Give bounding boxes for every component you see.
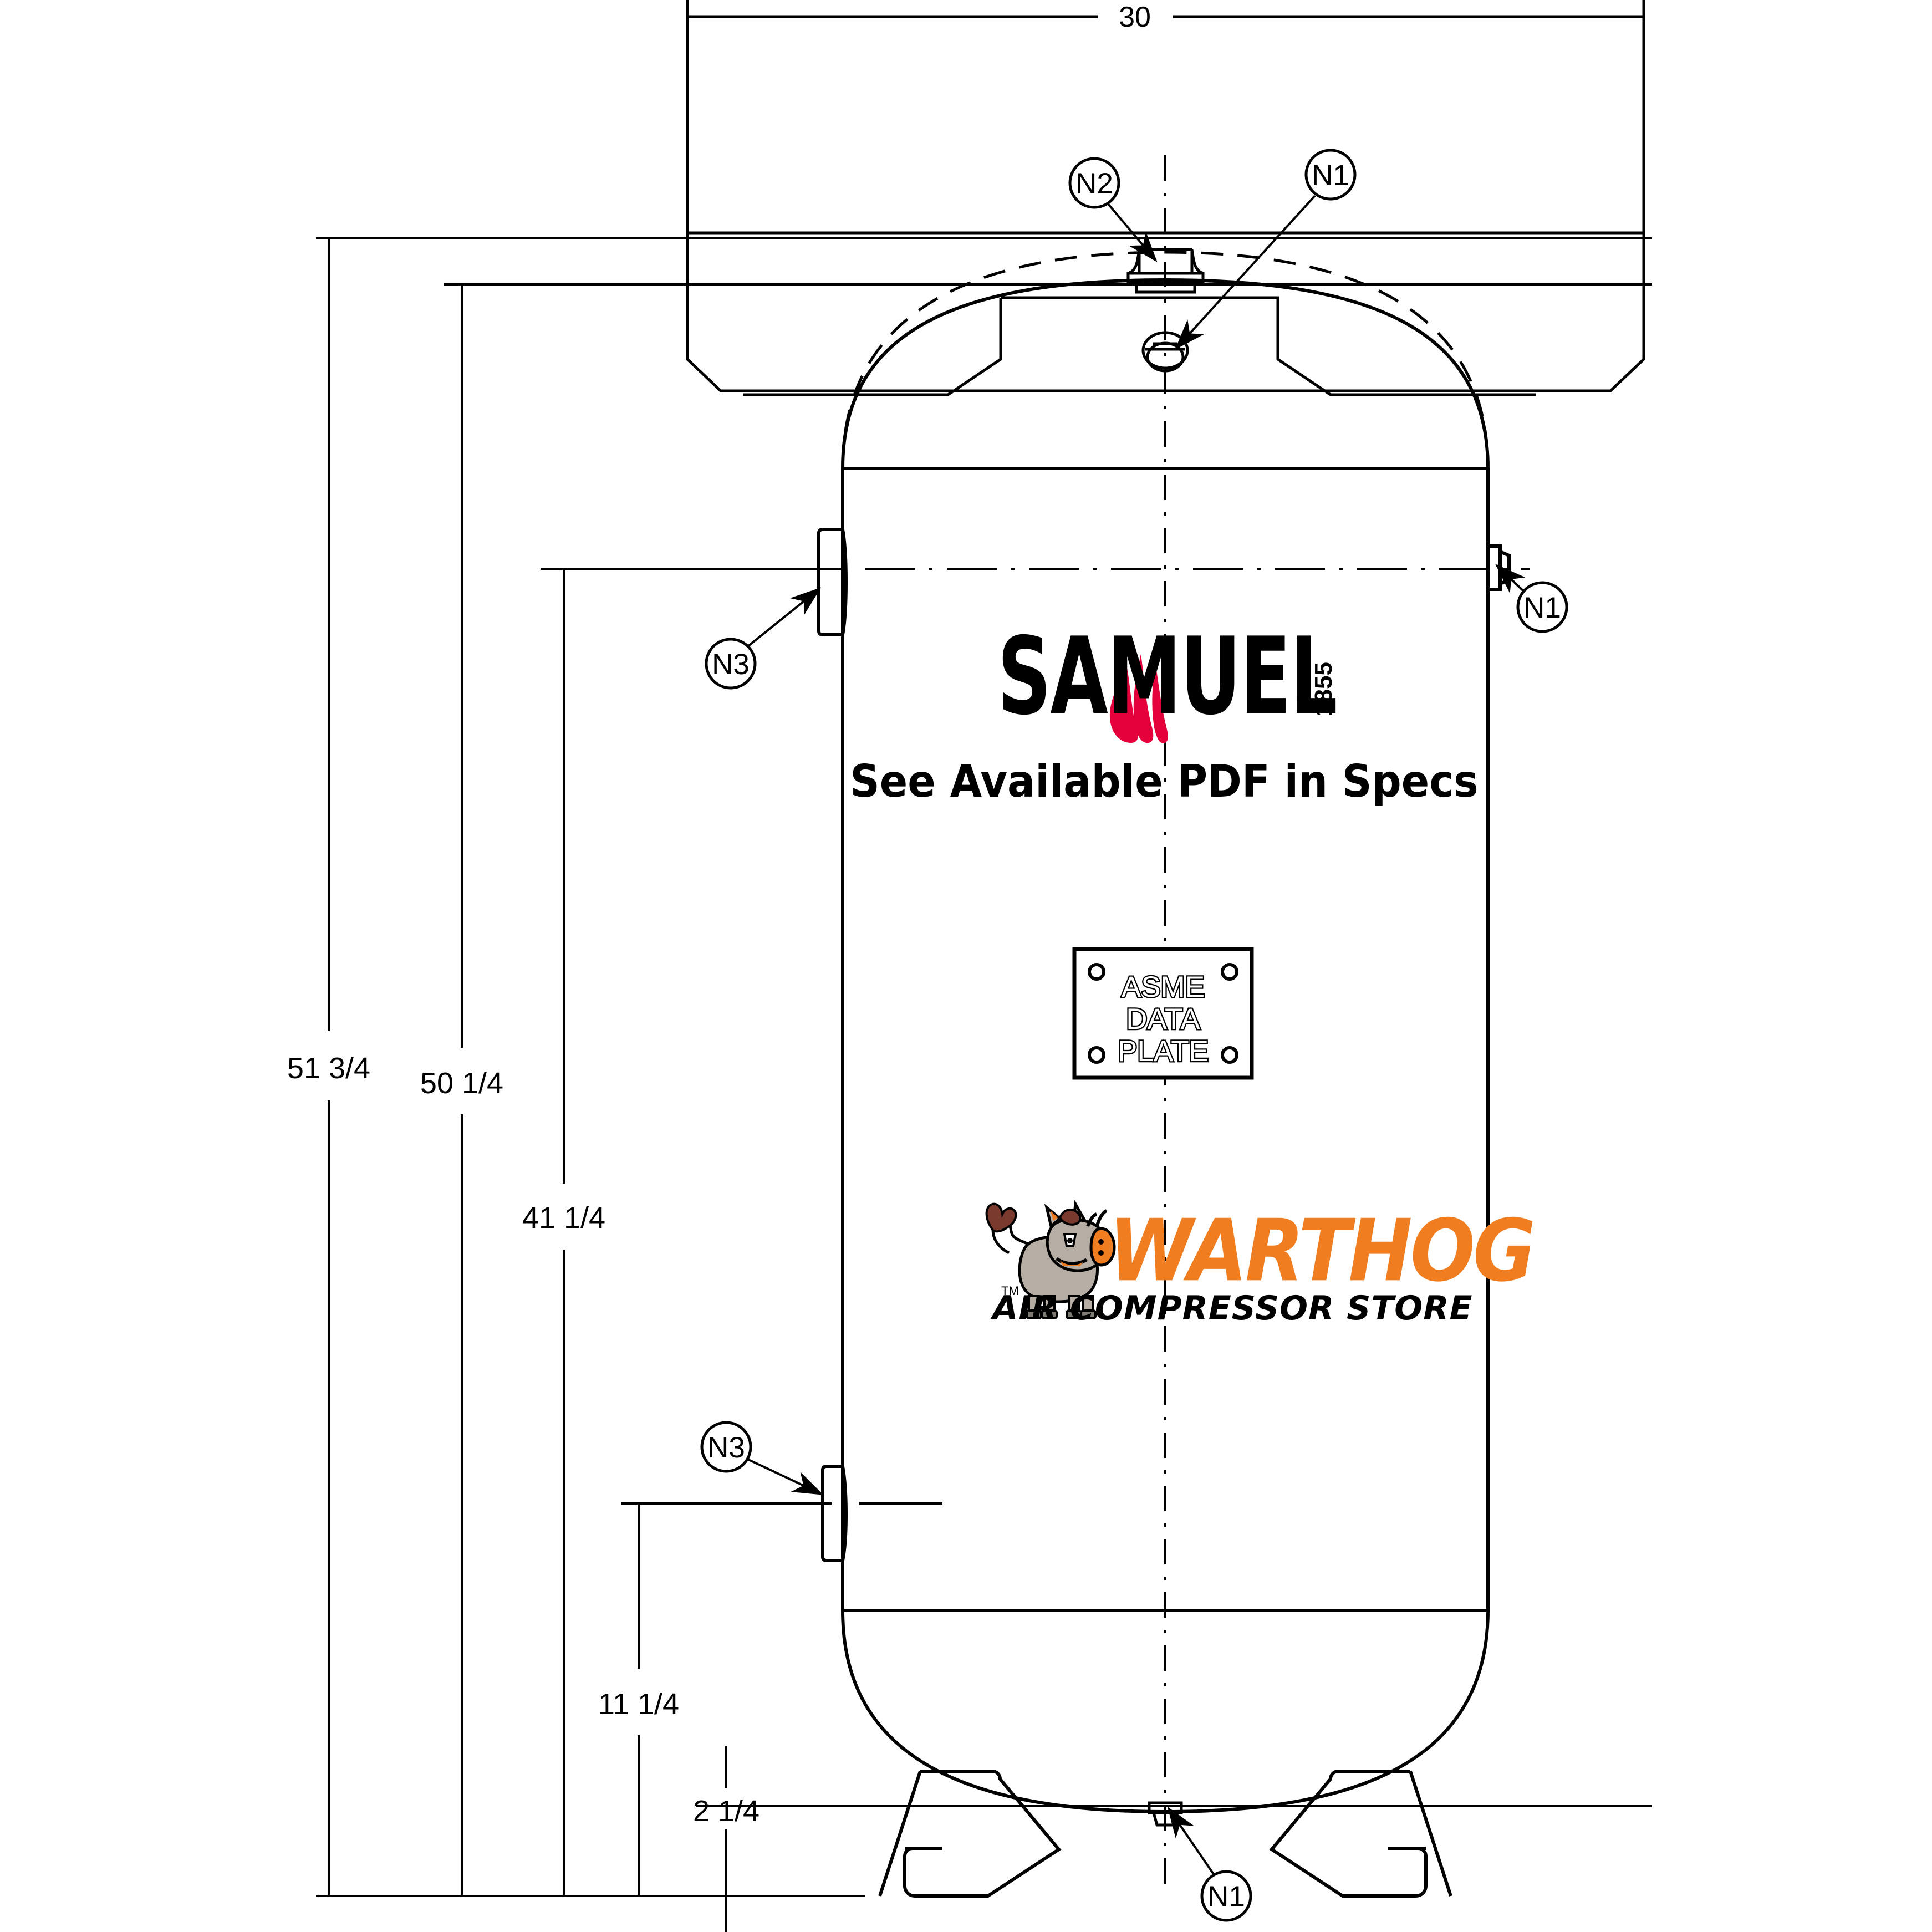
warthog-logo: TM WARTHOG AIR COMPRESSOR STORE: [985, 1200, 1536, 1328]
samuel-wordmark: SAMUEL: [997, 614, 1337, 738]
nozzle-n3-upper-left: [817, 528, 848, 636]
dimension-label-overall-width: 30: [1119, 1, 1151, 33]
callout-leader-line: [747, 587, 822, 647]
top-view-plate: [743, 296, 1536, 396]
warthog-trademark-label: TM: [1001, 1284, 1019, 1298]
warthog-mascot-icon: TM: [985, 1200, 1116, 1319]
dimension-overall-width: 30: [687, 1, 1644, 33]
callout-label-n1-bottom: N1: [1207, 1880, 1245, 1913]
callout-leader-line: [1495, 564, 1526, 594]
asme-data-plate: ASME DATA PLATE: [1072, 947, 1254, 1080]
samuel-logo: SAMUEL 1855: [997, 614, 1338, 743]
callout-leader-line: [747, 1458, 824, 1495]
callout-leader-line: [1107, 203, 1158, 263]
callout-label-n1-right: N1: [1523, 592, 1561, 624]
warthog-wordmark: WARTHOG: [1109, 1201, 1533, 1301]
callout-n1-bottom[interactable]: N1: [1167, 1806, 1252, 1922]
callout-n1-top-dome[interactable]: N1: [1175, 149, 1357, 350]
dimension-labels: 51 3/4 50 1/4 41 1/4 11 1/4 2 1/4: [287, 1052, 759, 1828]
samuel-year-label: 1855: [1310, 662, 1337, 716]
callout-bubble: [705, 638, 757, 690]
warthog-tagline: AIR COMPRESSOR STORE: [990, 1289, 1472, 1328]
data-plate-rivet-icon: [1221, 1046, 1238, 1064]
callout-n1-right[interactable]: N1: [1495, 564, 1568, 633]
support-leg-right: [1269, 1770, 1452, 1898]
callout-label-n1-top-dome: N1: [1312, 159, 1349, 192]
dimension-label-overall-height: 51 3/4: [287, 1052, 370, 1085]
callout-bubble: [1516, 581, 1568, 633]
support-leg-left: [878, 1770, 1062, 1898]
data-plate-rivet-icon: [1088, 963, 1105, 981]
samuel-flame-icon: [1109, 654, 1168, 743]
nozzle-n3-lower-left: [821, 1465, 848, 1562]
nozzle-centerlines: [541, 568, 1530, 1505]
dimension-vertical-lines: [328, 238, 727, 1932]
data-plate-line-1: ASME: [1122, 971, 1205, 1003]
data-plate-rivet-icon: [1088, 1046, 1105, 1064]
spec-note-text: See Available PDF in Specs: [850, 756, 1478, 807]
dimension-label-base-height: 2 1/4: [693, 1795, 759, 1828]
callout-label-n3-lower-left: N3: [707, 1431, 745, 1464]
callout-leader-line: [1167, 1806, 1215, 1876]
callout-bubble: [1304, 149, 1357, 201]
data-plate-line-2: DATA: [1126, 1003, 1200, 1036]
data-plate-line-3: PLATE: [1118, 1035, 1209, 1068]
callout-label-n3-upper-left: N3: [712, 648, 750, 681]
callout-bubble: [1068, 157, 1120, 209]
callout-bubble: [700, 1421, 752, 1473]
callout-label-n2-top: N2: [1075, 167, 1113, 200]
callout-n3-lower-left[interactable]: N3: [700, 1421, 824, 1495]
dimension-label-lower-nozzle-height: 11 1/4: [598, 1688, 679, 1721]
callout-n2-top[interactable]: N2: [1068, 157, 1158, 263]
data-plate-rivet-icon: [1221, 963, 1238, 981]
dimension-label-upper-nozzle-height: 41 1/4: [522, 1201, 605, 1235]
callout-n3-upper-left[interactable]: N3: [705, 587, 822, 690]
dimension-label-shell-top-height: 50 1/4: [420, 1067, 503, 1100]
callout-bubble: [1200, 1870, 1252, 1922]
callout-leader-line: [1175, 195, 1316, 350]
